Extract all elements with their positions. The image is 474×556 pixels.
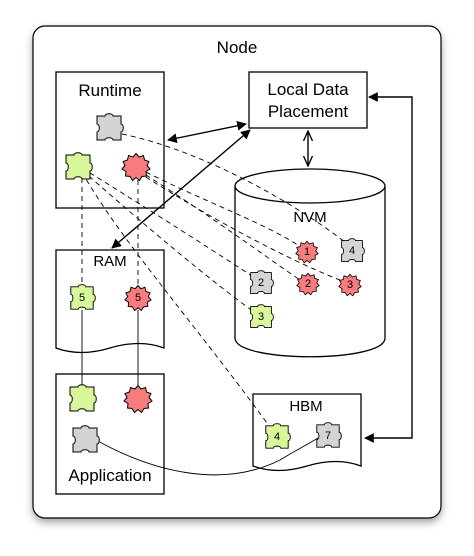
hbm-label: HBM (289, 398, 322, 415)
nvm-red-number-3: 3 (347, 279, 353, 291)
nvm-label: NVM (293, 209, 326, 226)
hbm-green-number-4: 4 (274, 431, 280, 443)
local-data-placement-label-line1: Local Data (267, 80, 349, 99)
local-data-placement-box (248, 71, 368, 129)
nvm-gray-number-4: 4 (349, 245, 355, 257)
ram-green-number: 5 (79, 292, 85, 304)
hbm-box (252, 393, 362, 472)
application-label: Application (68, 466, 151, 485)
nvm-green-number-3: 3 (258, 311, 264, 323)
ram-application-links (81, 310, 319, 476)
arrows (111, 92, 413, 443)
runtime-gray-puzzle-icon (96, 113, 124, 141)
nvm-red-number-2: 2 (305, 278, 311, 290)
application-gray-puzzle-icon (72, 425, 100, 453)
ram-box (55, 249, 165, 354)
nvm-gray-number-2: 2 (258, 277, 264, 289)
node-label: Node (217, 38, 258, 57)
hbm-gray-number-7: 7 (325, 430, 331, 442)
runtime-label: Runtime (78, 81, 141, 100)
ram-red-number: 5 (135, 292, 141, 304)
nvm-red-number-1: 1 (304, 246, 310, 258)
application-green-puzzle-icon (69, 384, 97, 412)
runtime-green-puzzle-icon (65, 152, 93, 180)
local-data-placement-label-line2: Placement (268, 102, 349, 121)
ram-label: RAM (93, 253, 126, 270)
